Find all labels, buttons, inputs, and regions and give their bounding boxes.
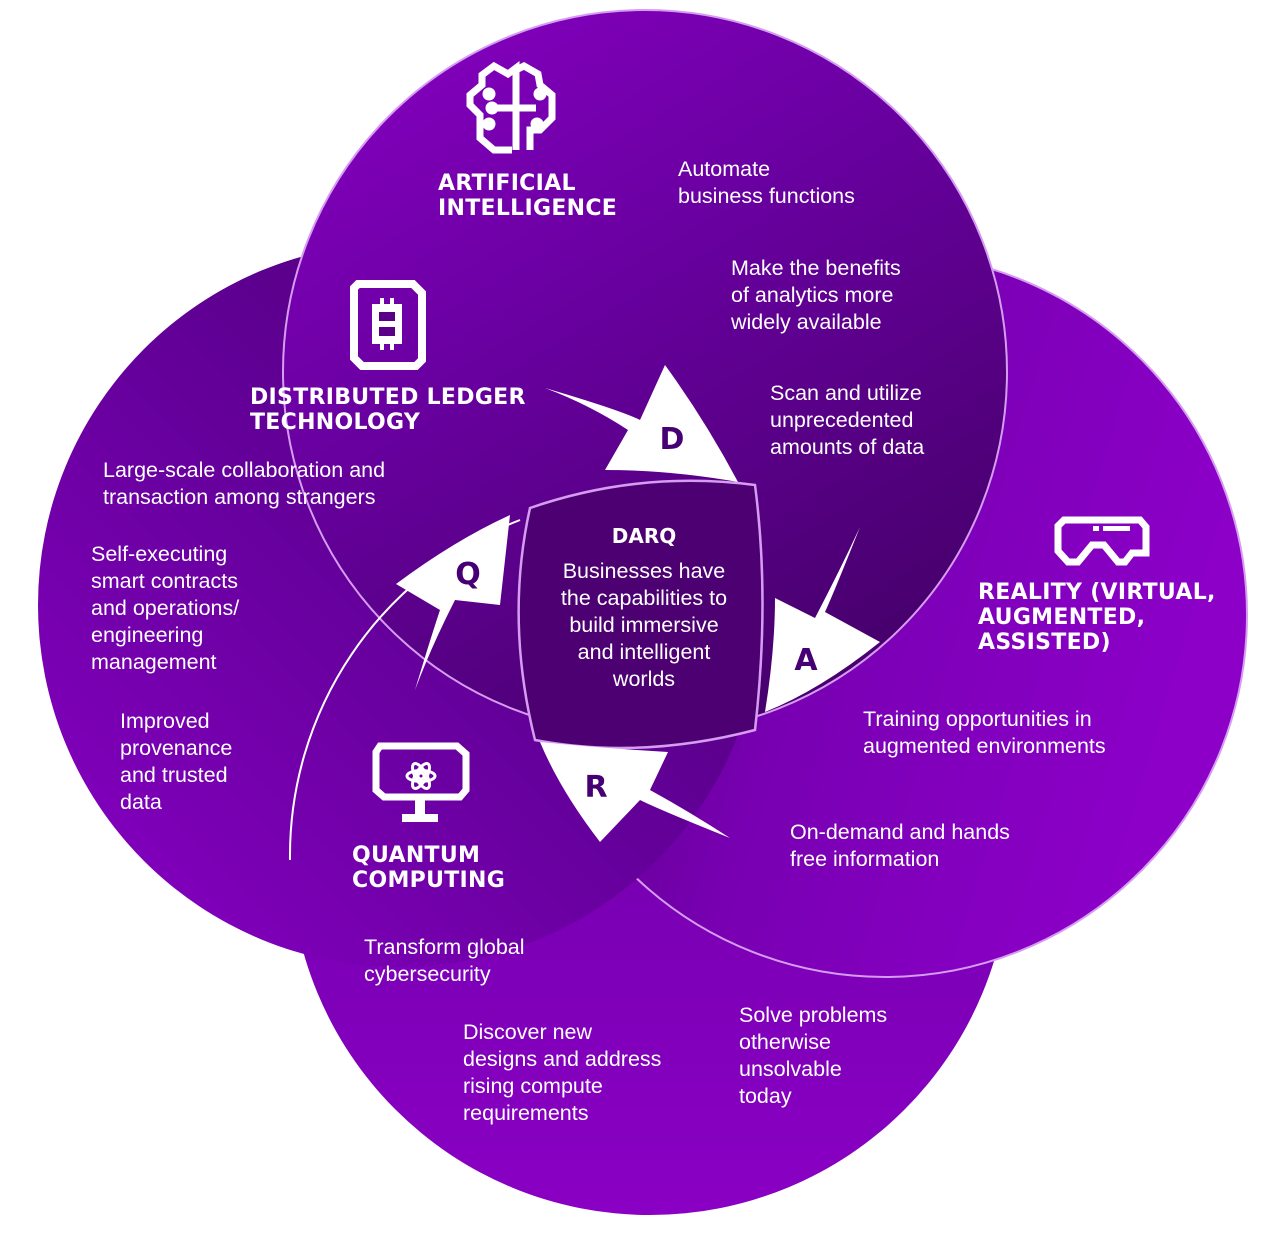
vr-headset-icon [1054, 516, 1150, 566]
quantum-point-1: Transform global cybersecurity [364, 935, 525, 986]
ai-heading: ARTIFICIAL INTELLIGENCE [438, 171, 618, 221]
dlt-point-2: Self-executing smart contracts and opera… [91, 542, 240, 674]
reality-point-1: Training opportunities in augmented envi… [863, 707, 1106, 758]
ai-point-2: Make the benefits of analytics more wide… [731, 256, 901, 334]
darq-description: Businesses have the capabilities to buil… [560, 559, 728, 691]
brain-circuit-icon [466, 61, 556, 154]
quantum-point-3: Solve problems otherwise unsolvable toda… [739, 1003, 888, 1108]
darq-title: DARQ [611, 524, 677, 548]
arrow-d-letter: D [660, 422, 685, 457]
quantum-point-2: Discover new designs and address rising … [463, 1020, 662, 1125]
bitcoin-ledger-icon [350, 280, 426, 370]
arrow-a: A [765, 527, 880, 712]
arrow-a-letter: A [794, 643, 818, 678]
reality-heading: REALITY (VIRTUAL, AUGMENTED, ASSISTED) [978, 580, 1216, 655]
atom-monitor-icon [372, 742, 470, 822]
arrow-r-letter: R [584, 770, 607, 805]
dlt-point-3: Improved provenance and trusted data [120, 709, 233, 814]
arrow-q-letter: Q [455, 557, 481, 592]
dlt-heading: DISTRIBUTED LEDGER TECHNOLOGY [250, 385, 526, 435]
arrow-q: Q [396, 515, 510, 690]
quantum-heading: QUANTUM COMPUTING [352, 843, 506, 893]
arrow-d: D [545, 365, 738, 482]
ai-point-3: Scan and utilize unprecedented amounts o… [770, 381, 925, 459]
ai-point-1: Automate business functions [678, 157, 855, 208]
dlt-point-1: Large-scale collaboration and transactio… [103, 458, 386, 509]
reality-point-2: On-demand and hands free information [790, 820, 1010, 871]
arrow-r: R [540, 742, 730, 842]
darq-center-region [517, 479, 764, 750]
